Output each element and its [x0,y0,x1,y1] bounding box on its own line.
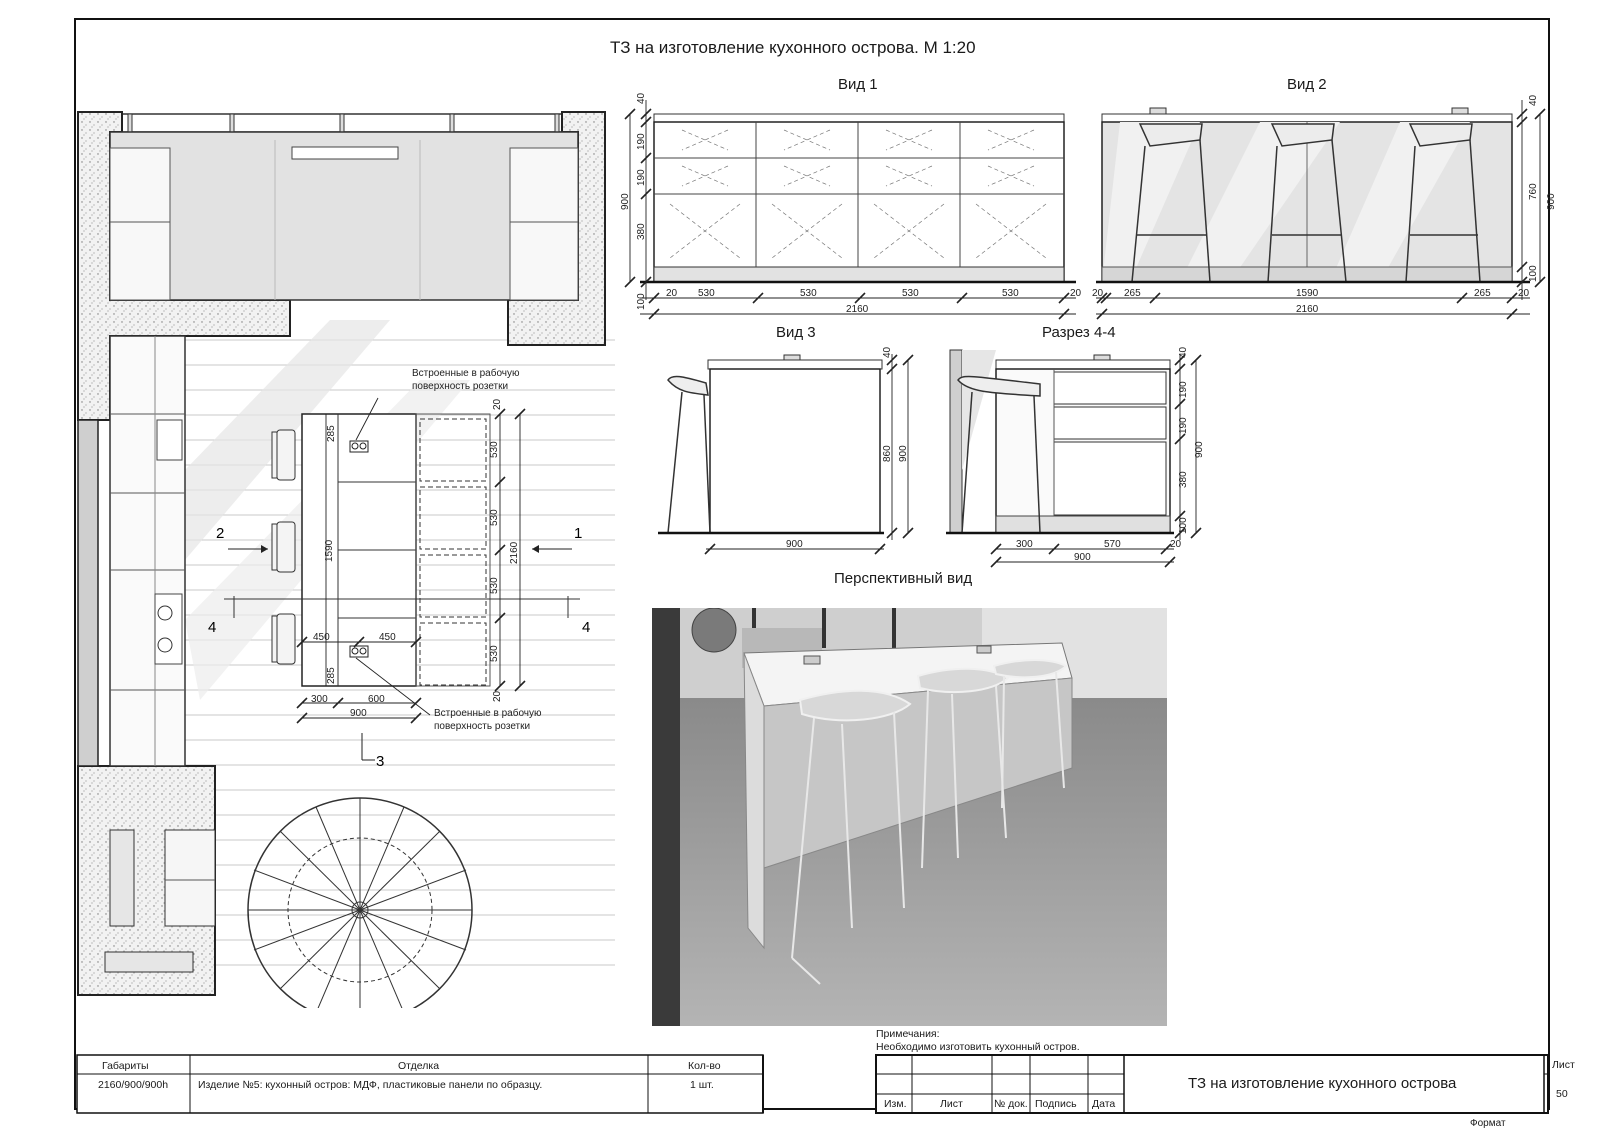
notes-text: Необходимо изготовить кухонный остров. [876,1041,1080,1053]
plan-dim-900: 900 [350,708,367,719]
view1-title: Вид 1 [838,76,878,93]
view1-dim-190-a: 190 [636,133,647,150]
spec-header-finish: Отделка [398,1060,440,1072]
plan-dim-20-bottom: 20 [492,690,503,702]
spec-cell-dimensions: 2160/900/900h [98,1079,169,1091]
stamp-sheet-label: Лист [1552,1059,1575,1071]
notes-label: Примечания: [876,1028,940,1040]
section44-dim-190-b: 190 [1178,417,1189,434]
plan-note-top-line2: поверхность розетки [412,381,508,392]
view2-dim-900: 900 [1546,193,1557,210]
stamp-list: Лист [940,1098,963,1110]
floor-plan: Встроенные в рабочую поверхность розетки… [77,111,615,1008]
view1-elevation: 40 190 190 380 900 100 20 530 530 530 53… [620,92,1082,320]
view-marker-2: 2 [216,525,224,542]
view3-elevation: 40 860 900 900 [658,346,914,555]
section44-dim-570: 570 [1104,539,1121,550]
view3-dim-900-width: 900 [786,539,803,550]
plan-dim-450-left: 450 [313,632,330,643]
section44-dim-900-width: 900 [1074,552,1091,563]
view2-dim-1590: 1590 [1296,288,1319,299]
stamp-document-title: ТЗ на изготовление кухонного острова [1188,1075,1457,1092]
plan-note-top-line1: Встроенные в рабочую [412,367,520,379]
view3-dim-40: 40 [882,346,893,358]
plan-dim-285-top: 285 [326,425,337,442]
view2-dim-2160: 2160 [1296,304,1319,315]
view1-dim-530-d: 530 [1002,288,1019,299]
stamp-sheet-number: 50 [1556,1088,1568,1100]
plan-dim-530-a: 530 [489,441,500,458]
view3-title: Вид 3 [776,324,816,341]
view-marker-1: 1 [574,525,582,542]
section44-dim-300: 300 [1016,539,1033,550]
spec-header-dimensions: Габариты [102,1060,149,1072]
plan-note-bottom-line2: поверхность розетки [434,721,530,732]
view2-dim-100: 100 [1528,265,1539,282]
view1-dim-530-c: 530 [902,288,919,299]
plan-dim-530-d: 530 [489,645,500,662]
plan-dim-2160: 2160 [509,541,520,564]
view1-dim-20-left: 20 [666,288,678,299]
view1-dim-20-right: 20 [1070,288,1082,299]
spec-cell-finish: Изделие №5: кухонный остров: МДФ, пласти… [198,1079,543,1091]
section44-dim-380: 380 [1178,471,1189,488]
view2-elevation: 40 760 900 100 20 265 1590 265 20 2160 [1092,94,1557,320]
section-marker-4-left: 4 [208,619,216,636]
view2-dim-20-left: 20 [1092,288,1104,299]
view2-dim-265-left: 265 [1124,288,1141,299]
view2-dim-760: 760 [1528,183,1539,200]
view1-dim-530-b: 530 [800,288,817,299]
view1-dim-530-a: 530 [698,288,715,299]
section44-title: Разрез 4-4 [1042,324,1116,341]
view2-title: Вид 2 [1287,76,1327,93]
stamp-data: Дата [1092,1098,1116,1110]
view2-dim-40: 40 [1528,94,1539,106]
spec-table [76,1054,764,1114]
stools-plan [271,429,296,665]
plan-dim-530-b: 530 [489,509,500,526]
view2-stools [1131,123,1481,283]
spiral-staircase [247,797,473,1008]
stamp-block [875,1054,1549,1114]
section44-dim-20: 20 [1170,539,1182,550]
drawing-sheet-frame [74,18,1550,1110]
view2-dim-20-right: 20 [1518,288,1530,299]
view-marker-3: 3 [376,753,384,770]
plan-dim-1590: 1590 [324,539,335,562]
section44-dim-900: 900 [1194,441,1205,458]
section-marker-4-right: 4 [582,619,590,636]
spec-cell-qty: 1 шт. [690,1079,714,1091]
plan-dim-530-c: 530 [489,577,500,594]
plan-note-bottom-line1: Встроенные в рабочую [434,707,542,719]
view1-dim-40: 40 [636,92,647,104]
plan-dim-285-bottom: 285 [326,667,337,684]
island-plan [301,413,491,687]
plan-dim-450-right: 450 [379,632,396,643]
stamp-format-label: Формат [1470,1118,1506,1129]
section44-dim-100: 100 [1178,517,1189,534]
view3-dim-860: 860 [882,445,893,462]
view1-dim-190-b: 190 [636,169,647,186]
view1-dim-380: 380 [636,223,647,240]
section44-dim-40: 40 [1178,346,1189,358]
view1-dim-100: 100 [636,293,647,310]
drawing-title: ТЗ на изготовление кухонного острова. М … [610,38,976,57]
stamp-izm: Изм. [884,1098,907,1110]
section44-dim-190-a: 190 [1178,381,1189,398]
plan-dim-20-top: 20 [492,398,503,410]
perspective-render [652,608,1167,1026]
view1-dim-900: 900 [620,193,631,210]
plan-dim-600: 600 [368,694,385,705]
plan-dim-300: 300 [311,694,328,705]
stamp-podpis: Подпись [1035,1098,1077,1110]
perspective-title: Перспективный вид [834,570,973,587]
view3-dim-900: 900 [898,445,909,462]
view2-dim-265-right: 265 [1474,288,1491,299]
spec-header-qty: Кол-во [688,1060,721,1072]
stamp-ndok: № док. [994,1098,1028,1110]
view1-dim-2160: 2160 [846,304,869,315]
section44-drawing: 40 190 190 380 100 900 300 570 20 900 [946,346,1205,568]
